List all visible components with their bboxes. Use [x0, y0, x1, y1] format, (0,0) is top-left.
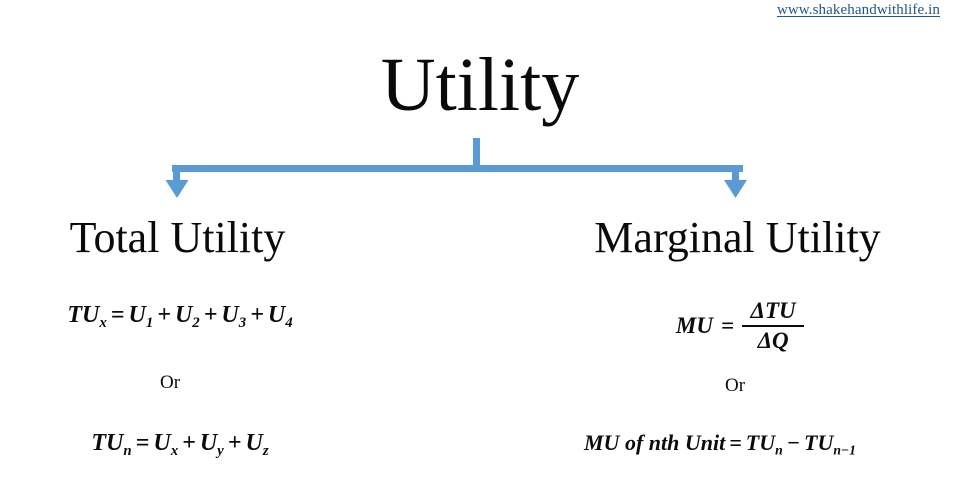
formula-term-3: Uz	[245, 430, 269, 459]
fraction: ΔTU ΔQ	[742, 298, 805, 354]
plus-sign-1: +	[157, 302, 171, 328]
formula-minuend: TUn	[745, 430, 783, 458]
formula-term-2: U2	[174, 302, 200, 331]
root-node-utility: Utility	[380, 43, 580, 127]
term-subscript: 4	[285, 314, 293, 331]
formula-term-3: U3	[221, 302, 247, 331]
formula-mu-nth-unit: MU of nth Unit=TUn−TUn−1	[480, 430, 960, 458]
term-subscript: 3	[238, 314, 247, 331]
formula-tu-sum-goods: TUn=Ux+Uy+Uz	[0, 430, 360, 460]
separator-or-right: Or	[724, 375, 746, 396]
fraction-denominator: ΔQ	[757, 327, 789, 353]
plus-sign-2: +	[203, 302, 218, 328]
formula-tu-sum-units: TUx=U1+U2+U3+U4	[0, 302, 360, 332]
equals-sign: =	[729, 430, 742, 455]
term-subscript: y	[217, 442, 224, 459]
equals-sign: =	[135, 430, 150, 456]
equals-sign: =	[110, 302, 125, 328]
formula-mu-fraction: MU = ΔTU ΔQ	[600, 298, 880, 354]
formula-term-1: U1	[128, 302, 154, 331]
formula-lhs: TUx	[67, 302, 107, 331]
formula-lhs-subscript: n	[123, 442, 132, 459]
separator-or-left: Or	[159, 372, 181, 393]
term-subscript: 2	[192, 314, 200, 331]
fraction-bar	[742, 324, 805, 327]
formula-lhs: MU	[675, 312, 713, 338]
formula-term-4: U4	[267, 302, 293, 331]
term-subscript: n−1	[833, 442, 856, 458]
plus-sign-2: +	[227, 430, 242, 456]
term-subscript: z	[262, 442, 269, 459]
formula-subtrahend: TUn−1	[804, 430, 856, 458]
formula-lhs-text: MU of nth Unit	[584, 430, 726, 455]
formula-term-1: Ux	[153, 430, 179, 459]
plus-sign-1: +	[182, 430, 196, 456]
formula-term-2: Uy	[199, 430, 224, 459]
term-subscript: x	[170, 442, 179, 459]
minus-sign: −	[786, 430, 801, 455]
branch-label-marginal-utility: Marginal Utility	[594, 213, 881, 262]
plus-sign-3: +	[250, 302, 264, 328]
term-subscript: n	[775, 442, 783, 458]
formula-lhs: TUn	[91, 430, 132, 459]
fraction-numerator: ΔTU	[750, 298, 796, 323]
site-url-link[interactable]: www.shakehandwithlife.in	[776, 2, 940, 18]
formula-lhs-subscript: x	[99, 314, 107, 331]
branch-label-total-utility: Total Utility	[69, 213, 286, 262]
equals-sign: =	[720, 312, 735, 338]
term-subscript: 1	[145, 314, 154, 331]
